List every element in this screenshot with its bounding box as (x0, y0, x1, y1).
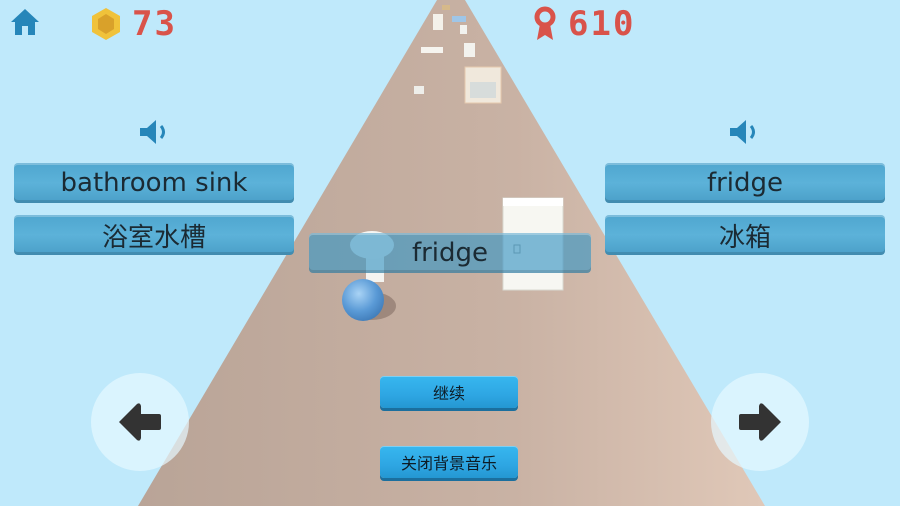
home-button[interactable] (10, 8, 40, 36)
player-ball (342, 279, 384, 321)
hexagon-coin-icon (92, 8, 120, 40)
right-chinese-label: 冰箱 (718, 222, 771, 253)
speaker-icon-left[interactable] (138, 118, 172, 146)
close-music-button[interactable]: 关闭背景音乐 (380, 446, 518, 478)
home-icon (11, 9, 39, 35)
close-music-label: 关闭背景音乐 (400, 454, 497, 473)
distant-objects (414, 5, 502, 104)
right-english-label: fridge (706, 168, 784, 198)
coin-count: 73 (132, 4, 177, 44)
arrow-left-icon (119, 403, 161, 441)
right-english-card[interactable]: fridge (605, 163, 885, 203)
location-pin-icon (534, 6, 556, 40)
speaker-icon-right[interactable] (728, 118, 762, 146)
left-chinese-card[interactable]: 浴室水槽 (14, 215, 294, 255)
right-chinese-card[interactable]: 冰箱 (605, 215, 885, 255)
continue-button[interactable]: 继续 (380, 376, 518, 408)
coin-counter: 73 (90, 4, 177, 44)
continue-label: 继续 (432, 384, 465, 403)
left-english-card[interactable]: bathroom sink (14, 163, 294, 203)
center-word-card: fridge (309, 233, 591, 273)
move-right-button[interactable] (711, 373, 809, 471)
arrow-right-icon (739, 403, 781, 441)
move-left-button[interactable] (91, 373, 189, 471)
center-word-label: fridge (411, 238, 489, 268)
left-chinese-label: 浴室水槽 (101, 222, 206, 253)
distance-count: 610 (568, 4, 636, 44)
left-english-label: bathroom sink (60, 168, 248, 198)
distance-counter: 610 (534, 4, 635, 44)
